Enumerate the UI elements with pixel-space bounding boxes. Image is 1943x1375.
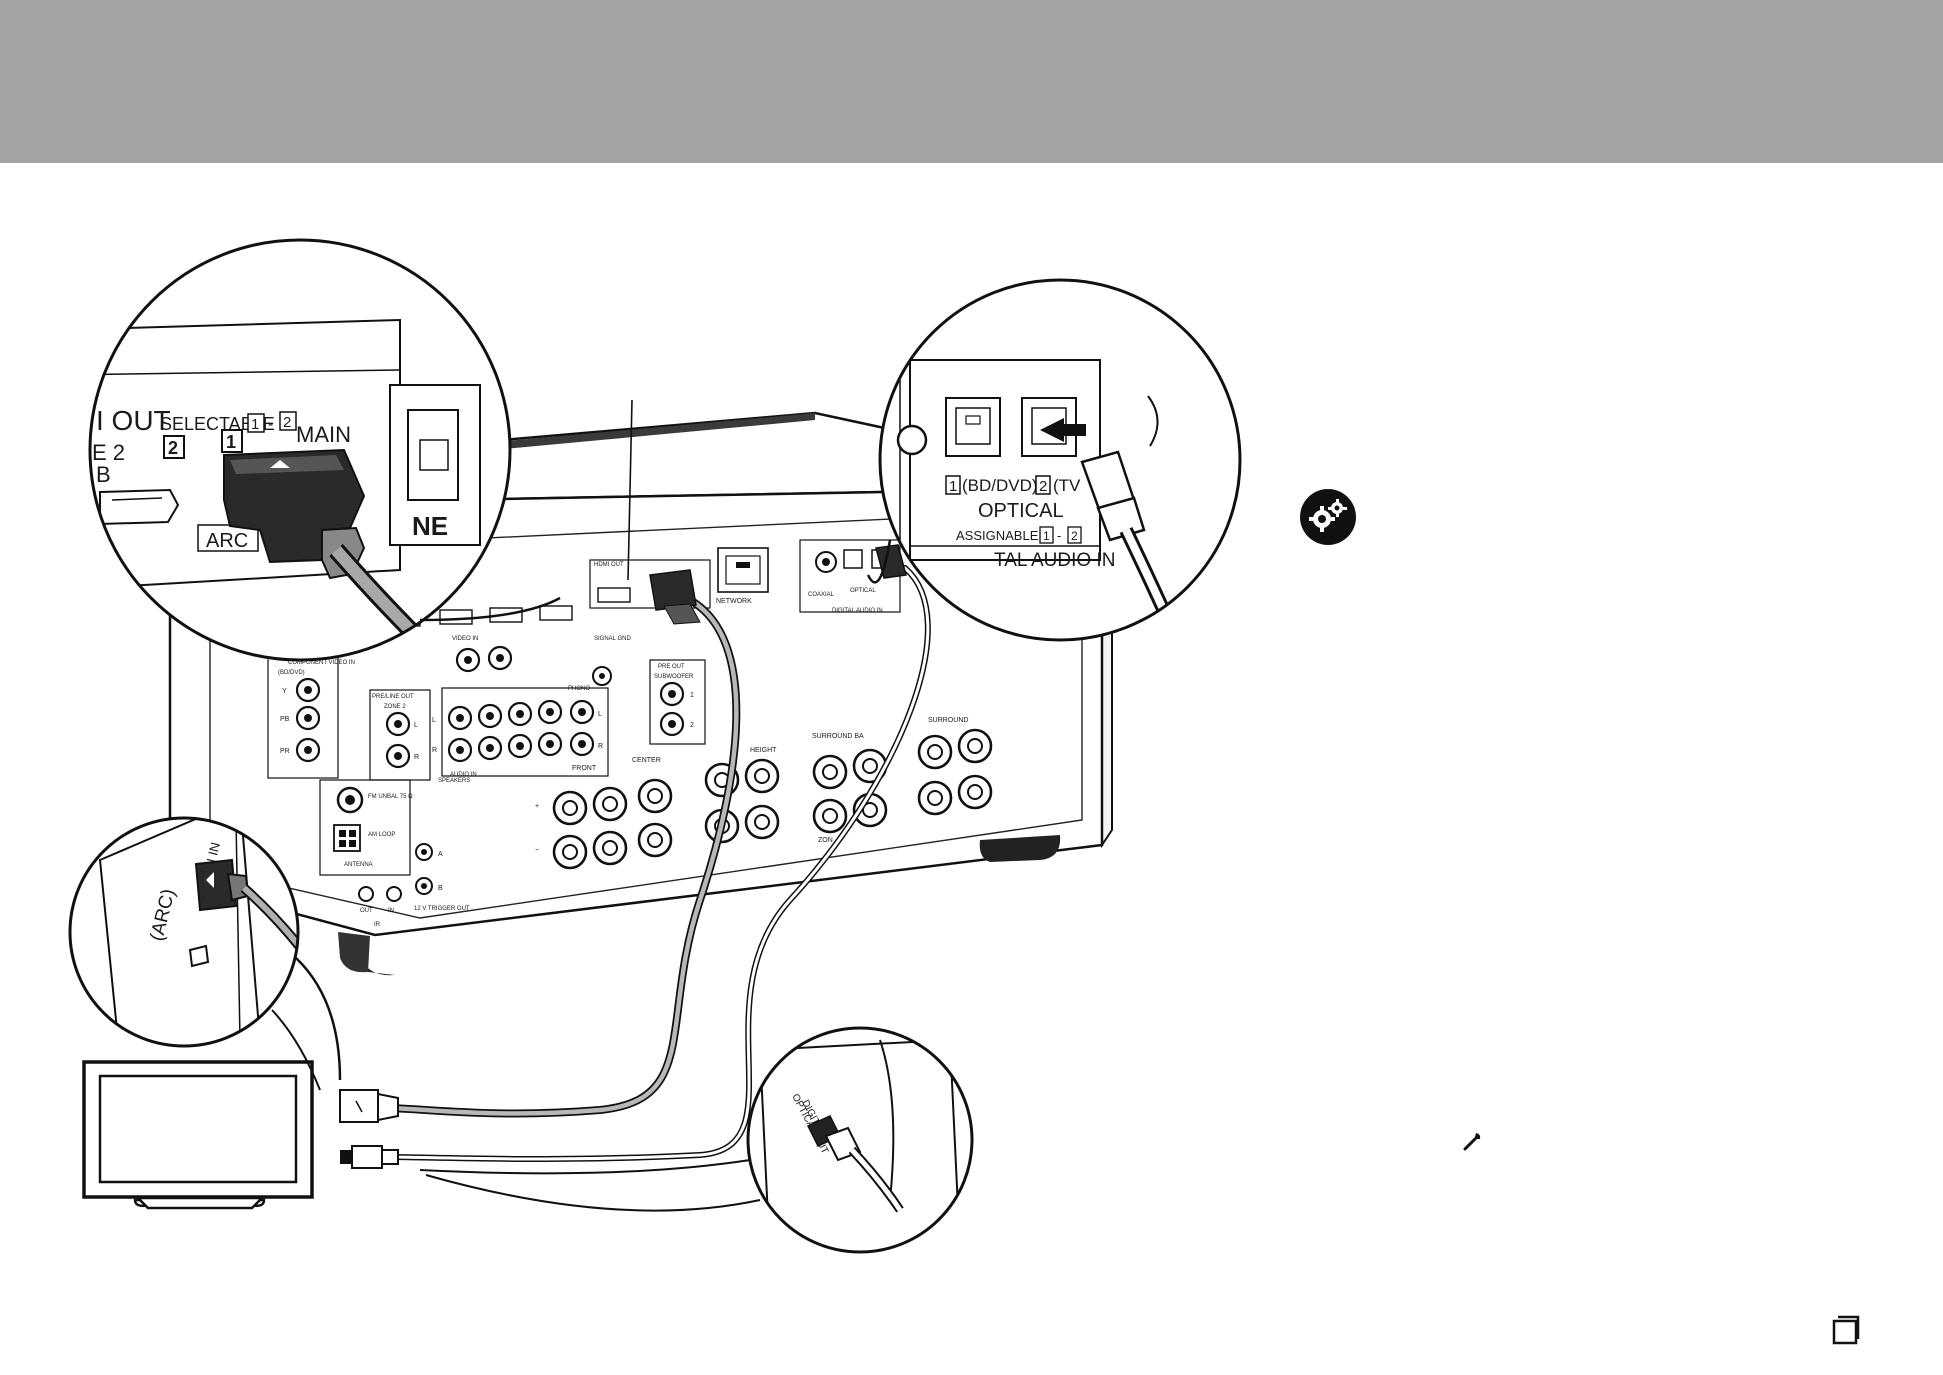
tv — [82, 1060, 314, 1210]
zoom-optical-2: 2 — [1039, 478, 1047, 495]
receiver-network-port: NETWORK — [716, 547, 769, 605]
height-label: HEIGHT — [750, 747, 777, 754]
component-y-label: Y — [282, 688, 287, 695]
tv-optical-plug — [340, 1145, 399, 1169]
receiver-coaxial-label: COAXIAL — [808, 592, 835, 598]
receiver-pre-line-out: PRE/LINE OUT ZONE 2 L R — [369, 689, 431, 781]
ir-in-label: IN — [388, 908, 394, 914]
pre-line-out-label: PRE/LINE OUT — [372, 694, 414, 700]
receiver-video-in: VIDEO IN — [452, 636, 513, 673]
zoom-port-2: 2 — [168, 438, 178, 458]
audio-in-label: AUDIO IN — [450, 772, 477, 778]
subwoofer-1-label: 1 — [690, 692, 694, 699]
zoom-selectable-label: SELECTABLE — [160, 414, 275, 434]
audio-in-r-label: R — [432, 747, 437, 754]
zoom-assign-dash: - — [1057, 528, 1061, 543]
speakers-label: SPEAKERS — [438, 778, 470, 784]
subwoofer-2-label: 2 — [690, 722, 694, 729]
zoom-sub-label: B — [96, 462, 111, 487]
receiver-hdmi-out-label: HDMI OUT — [594, 562, 624, 568]
receiver-antenna: FM UNBAL 75 Ω AM LOOP ANTENNA — [319, 779, 413, 876]
component-label: COMPONENT VIDEO IN — [288, 660, 355, 666]
zoom-port-1: 1 — [226, 432, 236, 452]
phono-r-label: R — [598, 743, 603, 750]
receiver-speaker-terminals: FRONT CENTER HEIGHT SURROUND BA SURROUND… — [535, 717, 993, 870]
zoom-optical-tv: (TV — [1053, 476, 1081, 495]
surround-back-label: SURROUND BA — [812, 733, 864, 740]
receiver-trigger-out: A B 12 V TRIGGER OUT — [414, 843, 470, 912]
phono-label: PHONO — [568, 686, 590, 692]
receiver-ir: OUT IN IR SPEAKERS — [358, 778, 470, 928]
subwoofer-label: SUBWOOFER — [654, 674, 694, 680]
front-label: FRONT — [572, 765, 597, 772]
zoom-assign-2: 2 — [1071, 529, 1078, 543]
zoom-digital-audio-in: TAL AUDIO IN — [994, 550, 1115, 571]
fm-label: FM UNBAL 75 Ω — [368, 794, 413, 800]
zoom-assign-1: 1 — [1043, 529, 1050, 543]
video-in-label: VIDEO IN — [452, 636, 478, 642]
zoom-optical-in: 1 (BD/DVD) 2 (TV OPTICAL ASSIGNABLE 1 - … — [866, 278, 1242, 642]
receiver-digital-audio-in-label: DIGITAL AUDIO IN — [832, 608, 883, 614]
trigger-b-label: B — [438, 885, 443, 892]
pre-out-label: PRE OUT — [658, 664, 685, 670]
trigger-a-label: A — [438, 851, 443, 858]
ir-out-label: OUT — [360, 908, 373, 914]
receiver-hdmi-plug — [649, 569, 701, 625]
leader-line — [627, 399, 633, 581]
audio-in-l-label: L — [432, 717, 436, 724]
gear-settings-icon — [1300, 489, 1356, 545]
signal-gnd-label: SIGNAL GND — [594, 636, 631, 642]
zoom-sel-2: 2 — [283, 414, 291, 431]
zone2-label: ZONE 2 — [384, 704, 406, 710]
receiver-signal-gnd: SIGNAL GND — [592, 636, 631, 686]
receiver-network-label: NETWORK — [716, 598, 752, 605]
zoom-optical-1: 1 — [949, 478, 957, 495]
minus-label: − — [535, 847, 539, 854]
cables — [386, 565, 931, 1163]
pre-out-r-label: R — [414, 754, 419, 761]
plus-label: + — [535, 803, 539, 810]
zoom-sel-dash: - — [268, 416, 273, 433]
center-label: CENTER — [632, 757, 661, 764]
zoom-tv-hdmi-in: HDMI IN (ARC) — [68, 816, 342, 1091]
surround-label: SURROUND — [928, 717, 968, 724]
zoom-main-label: MAIN — [296, 422, 351, 447]
wrench-icon — [1463, 1133, 1481, 1151]
phono-l-label: L — [598, 711, 602, 718]
zoom-zone2-label: E 2 — [92, 440, 125, 465]
ir-label: IR — [374, 922, 381, 928]
trigger-out-label: 12 V TRIGGER OUT — [414, 906, 470, 912]
pre-out-l-label: L — [414, 722, 418, 729]
page-square-icon[interactable] — [1832, 1315, 1860, 1345]
receiver-audio-in: L R AUDIO IN PHONO L R — [432, 686, 609, 778]
receiver-optical-label: OPTICAL — [850, 588, 876, 594]
component-pr-label: PR — [280, 748, 290, 755]
component-pb-label: PB — [280, 716, 290, 723]
zoom-sel-1: 1 — [251, 416, 259, 433]
am-label: AM LOOP — [368, 832, 395, 838]
zoom-assignable-label: ASSIGNABLE — [956, 528, 1039, 543]
tv-hdmi-plug — [339, 1089, 399, 1123]
zoom-hdmi-out-label: I OUT — [96, 405, 171, 436]
receiver-hdmi-out: HDMI OUT — [589, 559, 711, 609]
receiver-component-video-in: COMPONENT VIDEO IN (BD/DVD) Y PB PR — [267, 655, 355, 779]
receiver-subwoofer-out: PRE OUT SUBWOOFER 1 2 — [649, 659, 706, 745]
zoom-optical-label: OPTICAL — [978, 500, 1064, 522]
zoom-tv-optical-out: DIGITAL OPTICAL OUT — [419, 1026, 974, 1254]
zoom-arc-label: ARC — [206, 530, 248, 552]
zoom-network-fragment: NE — [412, 511, 448, 541]
header-bar — [0, 0, 1943, 163]
zoom-optical-bd: (BD/DVD) — [962, 476, 1038, 495]
antenna-label: ANTENNA — [344, 862, 373, 868]
component-bd-label: (BD/DVD) — [278, 670, 305, 676]
zone-fragment-label: ZON — [818, 837, 833, 844]
